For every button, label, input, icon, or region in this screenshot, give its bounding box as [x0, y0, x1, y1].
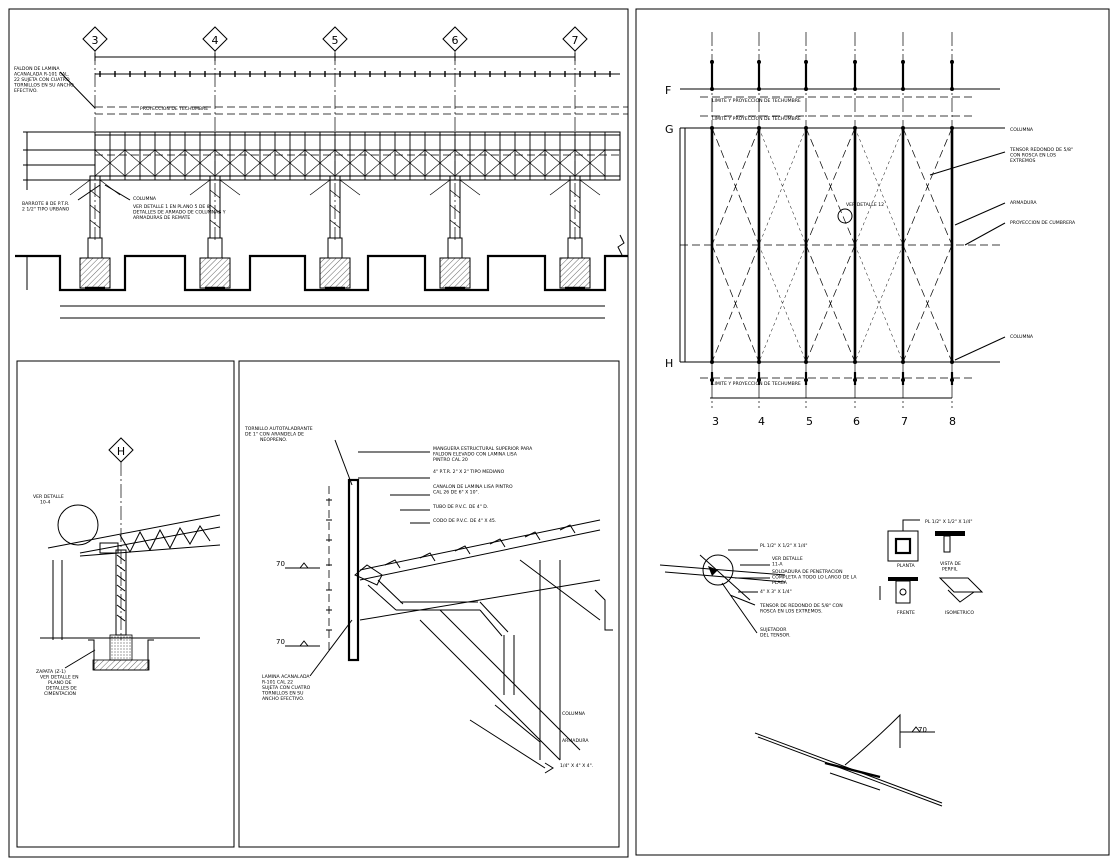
angle-note: 1/4" X 4" X 4". — [560, 763, 593, 769]
detail-armadura-note: ARMADURA — [562, 738, 589, 744]
footing-profile — [15, 254, 628, 292]
faldon-note: FALDON DE LAMINA ACANALADA R-101 CAL. 22… — [13, 66, 75, 94]
codo-note: CODO DE P.V.C. DE 4" X 45. — [433, 518, 496, 524]
axis-h-label: H — [117, 445, 125, 458]
columna-note: COLUMNA — [133, 196, 157, 202]
detail-panel-frame — [238, 360, 620, 848]
ver-detalle-note: VER DETALLE 1 EN PLANO 5 DE 8 DETALLES D… — [133, 204, 227, 221]
plan-armadura: ARMADURA — [1010, 200, 1037, 206]
roof-plan-drawing: F G H LIMITE Y PROYECCION DE TECHUMBRE L… — [665, 32, 1076, 428]
d12-planta-label: PLANTA — [897, 563, 915, 569]
plan-axis-8: 8 — [949, 415, 956, 428]
weld-2: 70 — [276, 638, 285, 646]
axis-h-bubble — [108, 437, 134, 463]
plan-columns — [710, 32, 954, 408]
axis-4-label: 4 — [212, 34, 219, 47]
plan-detail-callout — [837, 208, 853, 224]
barandal-note: BARROTE 8 DE P.T.R. 2 1/2" TIPO URBANO — [22, 201, 71, 213]
d12-isometrico-label: ISOMETRICO — [945, 610, 974, 616]
d12-pl2: PL 1/2" X 1/2" X 1/4" — [925, 519, 972, 525]
detail12-drawing: PL 1/2" X 1/2" X 1/4" VER DETALLE 11-A S… — [659, 519, 984, 807]
d12-tensor: TENSOR DE REDONDO DE 5/8" CON ROSCA EN L… — [759, 603, 844, 615]
truss-verticals — [94, 132, 621, 180]
limite-label-3: LIMITE Y PROYECCION DE TECHUMBRE — [712, 381, 801, 387]
axis-h-plan-label: H — [665, 357, 673, 370]
plan-axis-4: 4 — [758, 415, 765, 428]
limite-label-2: LIMITE Y PROYECCION DE TECHUMBRE — [712, 116, 801, 122]
plan-axis-3: 3 — [712, 415, 719, 428]
tornillo-note: TORNILLO AUTOTALADRANTE DE 1" CON ARANDE… — [244, 426, 314, 443]
axis-6-label: 6 — [452, 34, 459, 47]
tubo-note: TUBO DE P.V.C. DE 4" D. — [432, 504, 488, 510]
manguera-note: MANGUERA ESTRUCTURAL SUPERIOR PARA FALDO… — [433, 446, 534, 463]
axis-5-label: 5 — [332, 34, 339, 47]
d12-angulo: 4" X 3" X 1/4" — [760, 589, 792, 595]
plan-columna-1: COLUMNA — [1010, 127, 1034, 133]
detail-callout-circle — [57, 504, 99, 546]
plan-axis-6: 6 — [853, 415, 860, 428]
lamina-note: LAMINA ACANALADA R-101 CAL 22 SUJETA CON… — [261, 674, 312, 702]
right-sheet-frame — [635, 8, 1110, 856]
planta-view — [887, 530, 919, 562]
d12-vista-label: VISTA DE PERFIL — [940, 561, 962, 573]
axis-g-label: G — [665, 123, 674, 136]
section-ver-detalle: VER DETALLE 10-4 — [33, 494, 65, 506]
elevation-drawing: 3 4 5 6 7 — [13, 26, 628, 319]
d12-frente-label: FRENTE — [897, 610, 915, 616]
proyeccion-label: PROYECCION DE TECHUMBRE — [140, 106, 208, 112]
d12-soldadura: SOLDADURA DE PENETRACION COMPLETA A TODO… — [772, 569, 858, 586]
plan-axis-7: 7 — [901, 415, 908, 428]
truss-diagonals — [94, 149, 606, 177]
left-sheet-frame — [8, 8, 629, 858]
plan-tensor: TENSOR REDONDO DE 5/8" CON ROSCA EN LOS … — [1009, 147, 1075, 164]
d12-pl1: PL 1/2" X 1/2" X 1/4" — [760, 543, 807, 549]
axis-7-label: 7 — [572, 34, 579, 47]
section-panel-frame — [16, 360, 235, 848]
limite-label-1: LIMITE Y PROYECCION DE TECHUMBRE — [712, 98, 801, 104]
axis-f-label: F — [665, 84, 671, 97]
d12-sujetador: SUJETADOR DEL TENSOR. — [760, 627, 791, 639]
dimension-ticks — [99, 71, 611, 77]
detail12-callout — [702, 554, 734, 586]
zapata-note: ZAPATA (Z-1) VER DETALLE EN PLANO DE DET… — [36, 669, 80, 697]
plan-ver-detalle: VER DETALLE 12 — [846, 202, 884, 208]
weld-1: 70 — [276, 560, 285, 568]
ptr-note: 4" P.T.R. 2" X 2" TIPO MEDIANO — [433, 469, 505, 475]
plan-proyeccion: PROYECCION DE CUMBRERA — [1010, 220, 1076, 226]
axis-3-label: 3 — [92, 34, 99, 47]
plan-axis-5: 5 — [806, 415, 813, 428]
canalon-note: CANALON DE LAMINA LISA PINTRO CAL 26 DE … — [433, 484, 514, 496]
detail-columna-note: COLUMNA — [562, 711, 586, 717]
section-drawing: H VER DETALLE 10-4 ZAPATA (Z-1) VER DETA… — [33, 437, 221, 697]
gutter-detail-drawing: TORNILLO AUTOTALADRANTE DE 1" CON ARANDE… — [244, 426, 613, 774]
elevation-columns — [69, 175, 601, 290]
plan-columna-2: COLUMNA — [1010, 334, 1034, 340]
d12-ver: VER DETALLE 11-A — [772, 556, 804, 568]
d12-weld: 70 — [918, 726, 927, 734]
